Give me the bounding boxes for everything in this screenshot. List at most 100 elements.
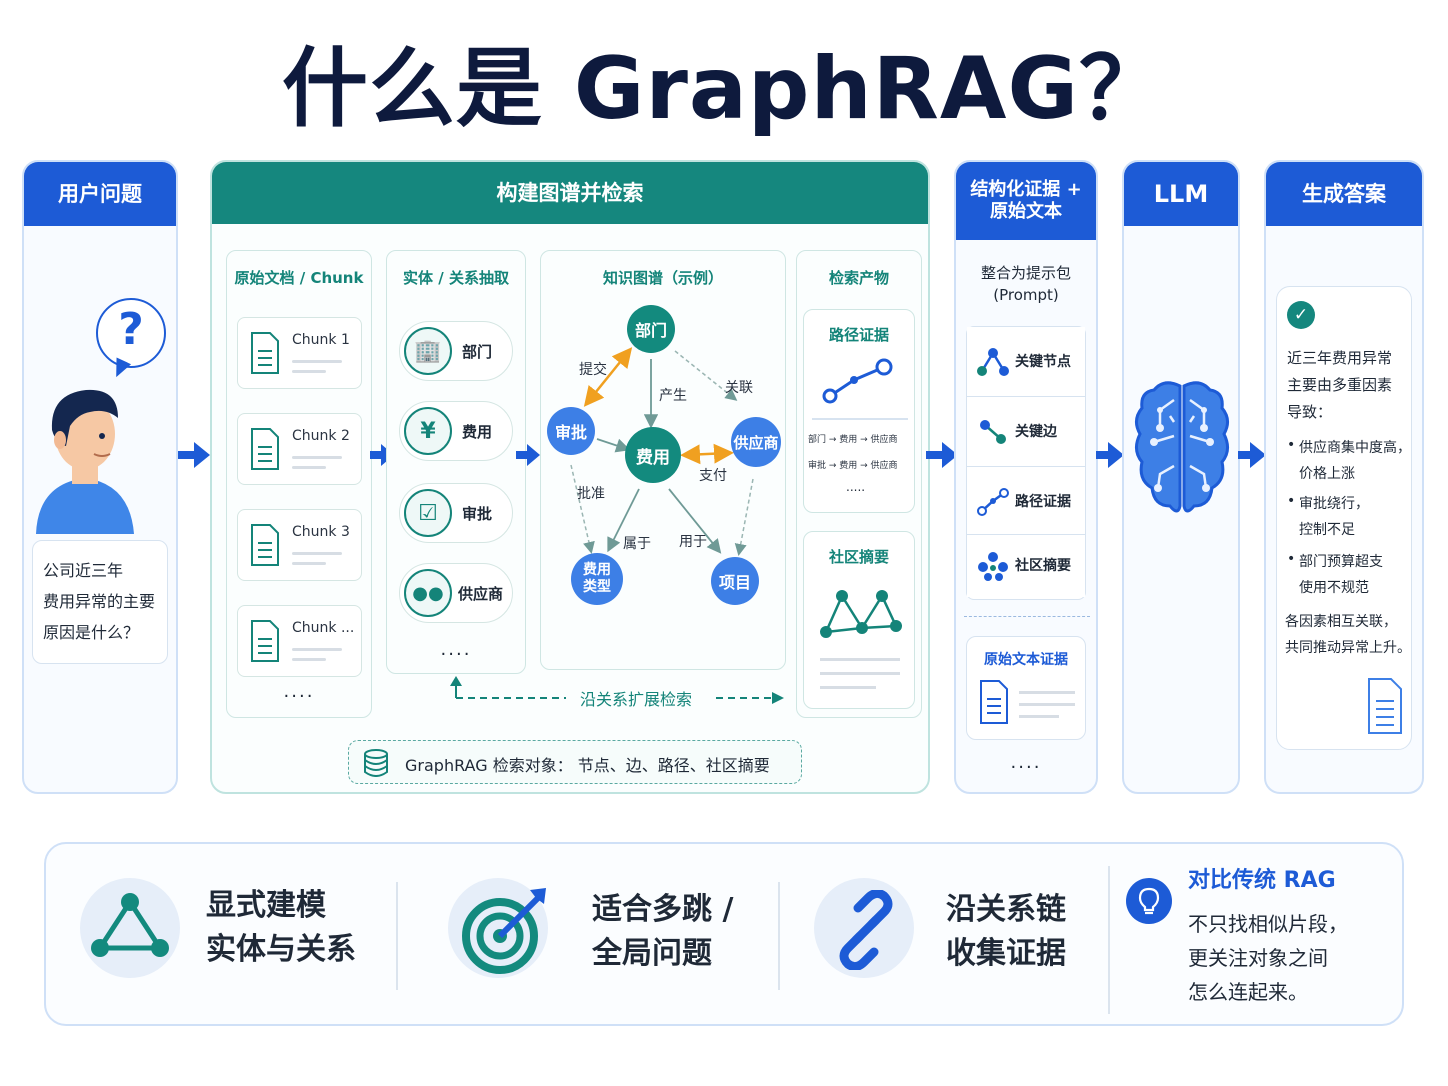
graph-node-project[interactable]: 项目	[711, 557, 759, 605]
key-edge-label: 关键边	[1015, 424, 1057, 440]
edge-label-approve: 批准	[577, 486, 605, 502]
chunk-card[interactable]: Chunk ...	[237, 605, 362, 677]
graph-node-dept[interactable]: 部门	[627, 305, 675, 353]
path-line-1: 部门 → 费用 → 供应商	[808, 435, 898, 445]
feature-2-line-1: 适合多跳 /	[592, 892, 734, 927]
flow-arrow-1	[178, 442, 210, 468]
raw-text-evidence-card[interactable]: 原始文本证据	[966, 636, 1086, 740]
structured-more: ....	[1010, 752, 1042, 773]
lightbulb-icon	[1126, 878, 1172, 924]
text-line	[1019, 691, 1075, 694]
retrieval-subpanel: 检索产物 路径证据 部门 → 费用 → 供应商 审批 → 费用 → 供应商 ..…	[796, 250, 922, 718]
document-icon	[251, 428, 279, 470]
graphrag-target-label: GraphRAG 检索对象： 节点、边、路径、社区摘要	[405, 756, 770, 775]
feature-1-line-2: 实体与关系	[206, 931, 356, 967]
answer-conclusion-2: 共同推动异常上升。	[1285, 640, 1411, 656]
text-line	[1019, 703, 1075, 706]
document-icon	[251, 332, 279, 374]
raw-text-title: 原始文本证据	[984, 652, 1068, 668]
path-evidence-card[interactable]: 路径证据 部门 → 费用 → 供应商 审批 → 费用 → 供应商 .....	[803, 309, 915, 513]
bullet-dot: •	[1287, 493, 1296, 509]
graph-node-fee-type[interactable]: 费用 类型	[571, 553, 623, 605]
header-line-2: 原始文本	[990, 201, 1062, 222]
entity-approve[interactable]: ☑ 审批	[399, 483, 513, 543]
path-evidence-item[interactable]: 路径证据	[967, 467, 1085, 535]
inner-arrow-2	[516, 444, 540, 466]
entity-supplier[interactable]: ●● 供应商	[399, 563, 513, 623]
path-icon	[977, 488, 1009, 516]
text-line	[1019, 715, 1059, 718]
key-edge-item[interactable]: 关键边	[967, 397, 1085, 467]
feature-3-line-2: 收集证据	[946, 935, 1066, 971]
prompt-line-1: 整合为提示包	[980, 264, 1071, 282]
edge-label-relate: 关联	[725, 380, 753, 396]
chunk-card[interactable]: Chunk 2	[237, 413, 362, 485]
chunk-card[interactable]: Chunk 3	[237, 509, 362, 581]
question-mark-icon: ?	[118, 304, 144, 355]
answer-intro-2: 主要由多重因素	[1287, 376, 1393, 394]
feature-1-line-1: 显式建模	[206, 888, 326, 923]
bullet-3-line-1: 部门预算超支	[1299, 554, 1383, 570]
bullet-1-line-1: 供应商集中度高，	[1299, 440, 1411, 456]
entity-label: 费用	[462, 423, 493, 441]
graph-node-fee[interactable]: 费用	[625, 427, 681, 483]
chunk-label: Chunk 1	[292, 332, 350, 348]
docs-subpanel: 原始文档 / Chunk Chunk 1 Chunk 2 Chunk 3 Chu…	[226, 250, 372, 718]
text-line	[292, 456, 342, 459]
question-card: 公司近三年 费用异常的主要 原因是什么？	[32, 540, 168, 664]
path-evidence-label: 路径证据	[1015, 494, 1071, 510]
answer-panel: 生成答案 ✓ 近三年费用异常 主要由多重因素 导致： • 供应商集中度高， 价格…	[1264, 160, 1424, 794]
text-line	[820, 658, 900, 661]
question-line-3: 原因是什么？	[43, 623, 140, 642]
header-line-1: 结构化证据 +	[970, 178, 1082, 200]
feature-divider	[1108, 866, 1110, 1014]
text-line	[292, 360, 342, 363]
entity-label: 审批	[462, 505, 493, 523]
community-summary-card[interactable]: 社区摘要	[803, 531, 915, 709]
document-icon	[980, 680, 1008, 724]
expand-retrieval-label: 沿关系扩展检索	[580, 690, 693, 709]
text-line	[820, 672, 900, 675]
entity-label: 供应商	[458, 585, 504, 603]
document-icon	[251, 524, 279, 566]
graph-subpanel: 知识图谱（示例） 部门 审批 费用 供应商 费用 类型 项目	[540, 250, 786, 670]
evidence-stack: 关键节点 关键边 路径证据 社区摘要	[966, 326, 1086, 600]
text-line	[292, 466, 326, 469]
target-icon	[462, 888, 546, 974]
feature-3-text: 沿关系链 收集证据	[946, 888, 1066, 975]
graphrag-target-box: GraphRAG 检索对象： 节点、边、路径、社区摘要	[348, 740, 802, 784]
question-line-1: 公司近三年	[43, 561, 124, 580]
database-icon	[364, 749, 388, 777]
entity-fee[interactable]: ¥ 费用	[399, 401, 513, 461]
feature-1-text: 显式建模 实体与关系	[206, 884, 356, 971]
entity-dept[interactable]: 🏢 部门	[399, 321, 513, 381]
brain-icon	[1135, 381, 1229, 513]
path-more: .....	[846, 480, 866, 494]
lightbulb-glyph	[1138, 887, 1160, 915]
question-line-2: 费用异常的主要	[43, 592, 156, 611]
feature-3-line-1: 沿关系链	[946, 892, 1066, 927]
node-line: 类型	[583, 579, 611, 595]
graph-node-approve[interactable]: 审批	[547, 407, 595, 455]
chunk-card[interactable]: Chunk 1	[237, 317, 362, 389]
check-icon: ✓	[1287, 301, 1315, 329]
bullet-2-line-1: 审批绕行，	[1299, 496, 1369, 512]
question-bubble	[96, 298, 166, 368]
triangle-graph-icon	[91, 893, 169, 957]
structured-evidence-header: 结构化证据 + 原始文本	[956, 162, 1096, 240]
graph-node-supplier[interactable]: 供应商	[731, 417, 781, 467]
build-graph-header: 构建图谱并检索	[212, 162, 928, 224]
link-icon	[839, 890, 893, 970]
graph-title: 知识图谱（示例）	[602, 269, 723, 287]
extract-subpanel: 实体 / 关系抽取 🏢 部门 ¥ 费用 ☑ 审批 ●● 供应商 ....	[386, 250, 526, 674]
community-graph-icon	[820, 590, 902, 638]
bullet-1-line-2: 价格上涨	[1299, 466, 1355, 482]
key-node-icon	[977, 348, 1009, 376]
community-summary-item[interactable]: 社区摘要	[967, 535, 1085, 597]
node-line: 费用	[583, 562, 611, 579]
compare-line-1: 不只找相似片段，	[1188, 912, 1348, 936]
key-node-label: 关键节点	[1015, 354, 1071, 370]
key-node-item[interactable]: 关键节点	[967, 327, 1085, 397]
compare-line-3: 怎么连起来。	[1188, 980, 1308, 1004]
docs-more: ....	[283, 681, 315, 702]
